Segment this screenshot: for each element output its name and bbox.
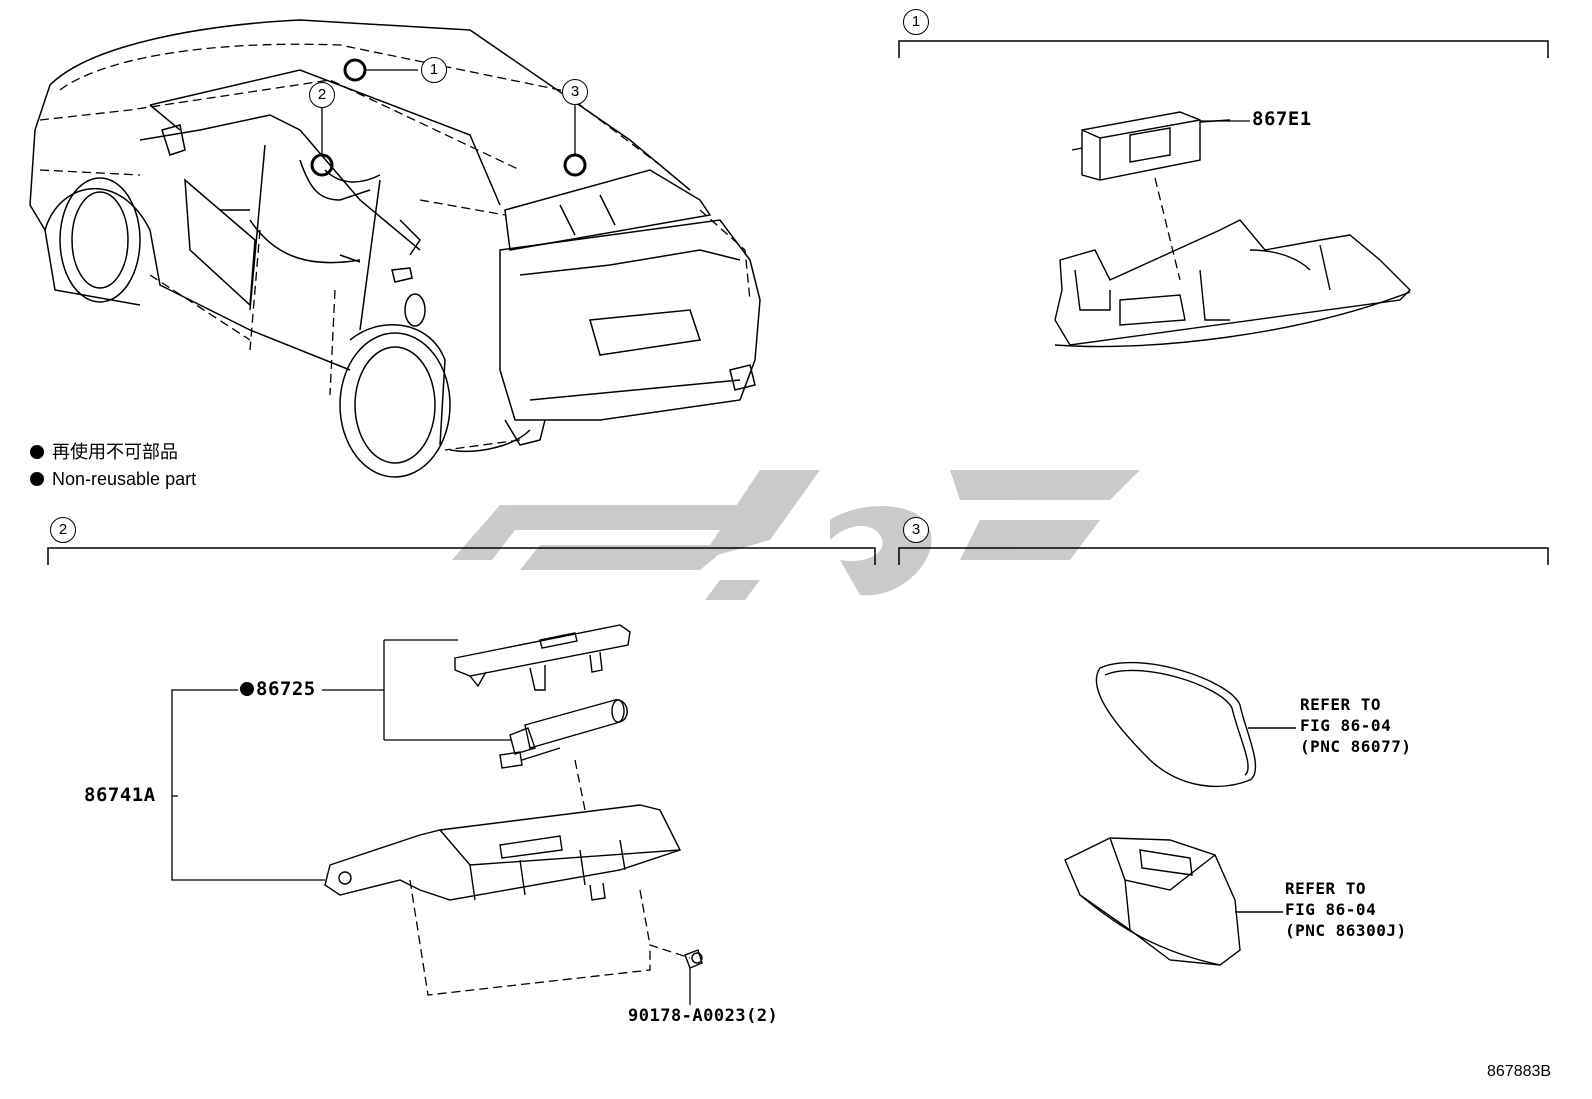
legend-en: Non-reusable part [30, 470, 196, 488]
vehicle-hidden-lines [39, 43, 751, 451]
part-86741A[interactable]: 86741A [84, 784, 156, 806]
non-reusable-dot-icon [30, 445, 44, 459]
leader-lines [321, 69, 576, 155]
callout-1: 1 [421, 57, 447, 83]
section3-parts [1064, 661, 1296, 966]
section-2-label: 2 [50, 517, 76, 543]
refer-86300J[interactable]: REFER TO FIG 86-04 (PNC 86300J) [1285, 879, 1407, 940]
marker-2 [310, 153, 334, 177]
part-867E1[interactable]: 867E1 [1252, 108, 1312, 130]
section-1-label: 1 [903, 9, 929, 35]
watermark-logo [452, 470, 1140, 600]
section1-parts [1054, 111, 1411, 348]
section-3-label: 3 [903, 517, 929, 543]
part-90178[interactable]: 90178-A0023(2) [628, 1006, 779, 1026]
refer-86077[interactable]: REFER TO FIG 86-04 (PNC 86077) [1300, 695, 1412, 756]
non-reusable-dot-icon [240, 682, 254, 696]
section1-hidden [1154, 177, 1181, 281]
part-86725[interactable]: 86725 [240, 680, 316, 699]
non-reusable-dot-icon [30, 472, 44, 486]
marker-3 [563, 153, 587, 177]
legend-jp: 再使用不可部品 [30, 443, 178, 461]
section2-leaders [171, 639, 691, 1005]
callout-3: 3 [562, 79, 588, 105]
marker-1 [343, 58, 367, 82]
section-brackets [47, 40, 1549, 565]
section2-parts [324, 624, 703, 969]
figure-id: 867883B [1487, 1063, 1552, 1080]
vehicle-illustration [29, 19, 761, 478]
section2-hidden [409, 759, 691, 996]
callout-2: 2 [309, 82, 335, 108]
location-markers [310, 58, 587, 177]
